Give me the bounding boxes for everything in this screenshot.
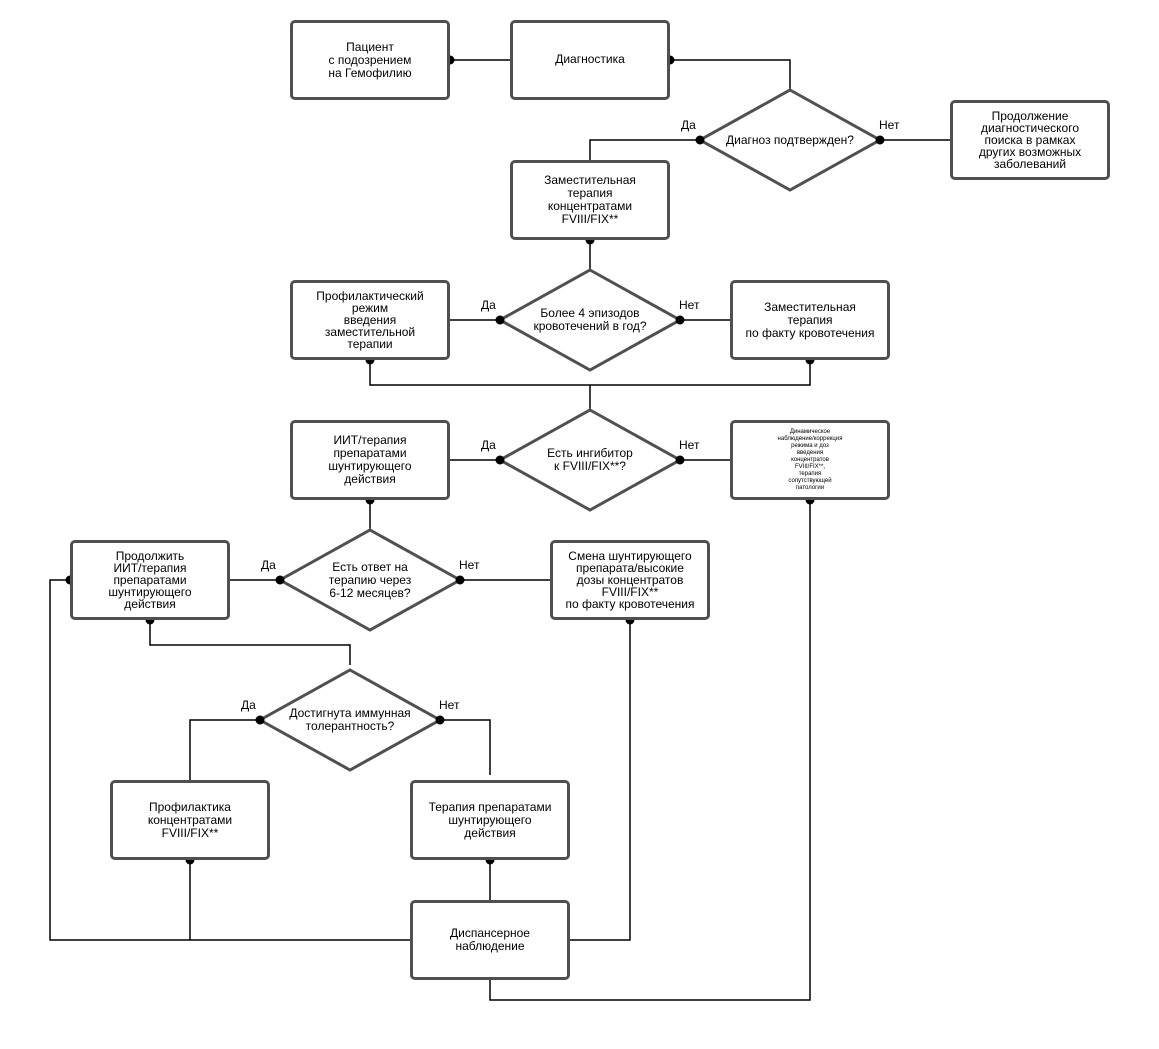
diamond-diagnosis-confirmed <box>696 88 884 192</box>
node-continue-iit: Продолжить ИИТ/терапия препаратами шунти… <box>70 540 230 620</box>
diamond-more-than-4-episodes <box>496 268 684 372</box>
diamond-immune-tolerance <box>256 668 444 772</box>
node-diagnostics: Диагностика <box>510 20 670 100</box>
diamond-inhibitor <box>496 408 684 512</box>
diamond-response <box>276 528 464 632</box>
node-prophylaxis: Профилактика концентратами FVIII/FIX** <box>110 780 270 860</box>
node-continue-search: Продолжение диагностического поиска в ра… <box>950 100 1110 180</box>
node-patient: Пациент с подозрением на Гемофилию <box>290 20 450 100</box>
yes-label-inhibitor: Да <box>481 438 496 452</box>
yes-label-tolerance: Да <box>241 698 256 712</box>
diamond-label-confirmed: Диагноз подтвержден? <box>726 132 854 147</box>
yes-label-response: Да <box>261 558 276 572</box>
diamond-label-tolerance: Достигнута иммунная толерантность? <box>289 706 411 733</box>
node-bypass-therapy: Терапия препаратами шунтирующего действи… <box>410 780 570 860</box>
node-replacement-concentrates: Заместительная терапия концентратами FVI… <box>510 160 670 240</box>
no-label-response: Нет <box>459 558 480 572</box>
no-label-inhibitor: Нет <box>679 438 700 452</box>
no-label-tolerance: Нет <box>439 698 460 712</box>
diamond-label-response: Есть ответ на терапию через 6-12 месяцев… <box>328 559 412 600</box>
no-label-more4: Нет <box>679 298 700 312</box>
node-prophylactic-mode: Профилактический режим введения заместит… <box>290 280 450 360</box>
node-iit-therapy: ИИТ/терапия препаратами шунтирующего дей… <box>290 420 450 500</box>
yes-label-more4: Да <box>481 298 496 312</box>
connector-dots <box>65 55 885 865</box>
connector-lines <box>49 59 950 1001</box>
no-label-confirmed: Нет <box>879 118 900 132</box>
diamond-label-more4: Более 4 эпизодов кровотечений в год? <box>533 306 647 333</box>
node-dispensary: Диспансерное наблюдение <box>410 900 570 980</box>
node-switch-bypass: Смена шунтирующего препарата/высокие доз… <box>550 540 710 620</box>
node-dynamic-observation: Динамическое наблюдение/коррекция режима… <box>730 420 890 500</box>
diamond-label-inhibitor: Есть ингибитор к FVIII/FIX**? <box>547 446 633 473</box>
yes-label-confirmed: Да <box>681 118 696 132</box>
node-replacement-on-demand: Заместительная терапия по факту кровотеч… <box>730 280 890 360</box>
